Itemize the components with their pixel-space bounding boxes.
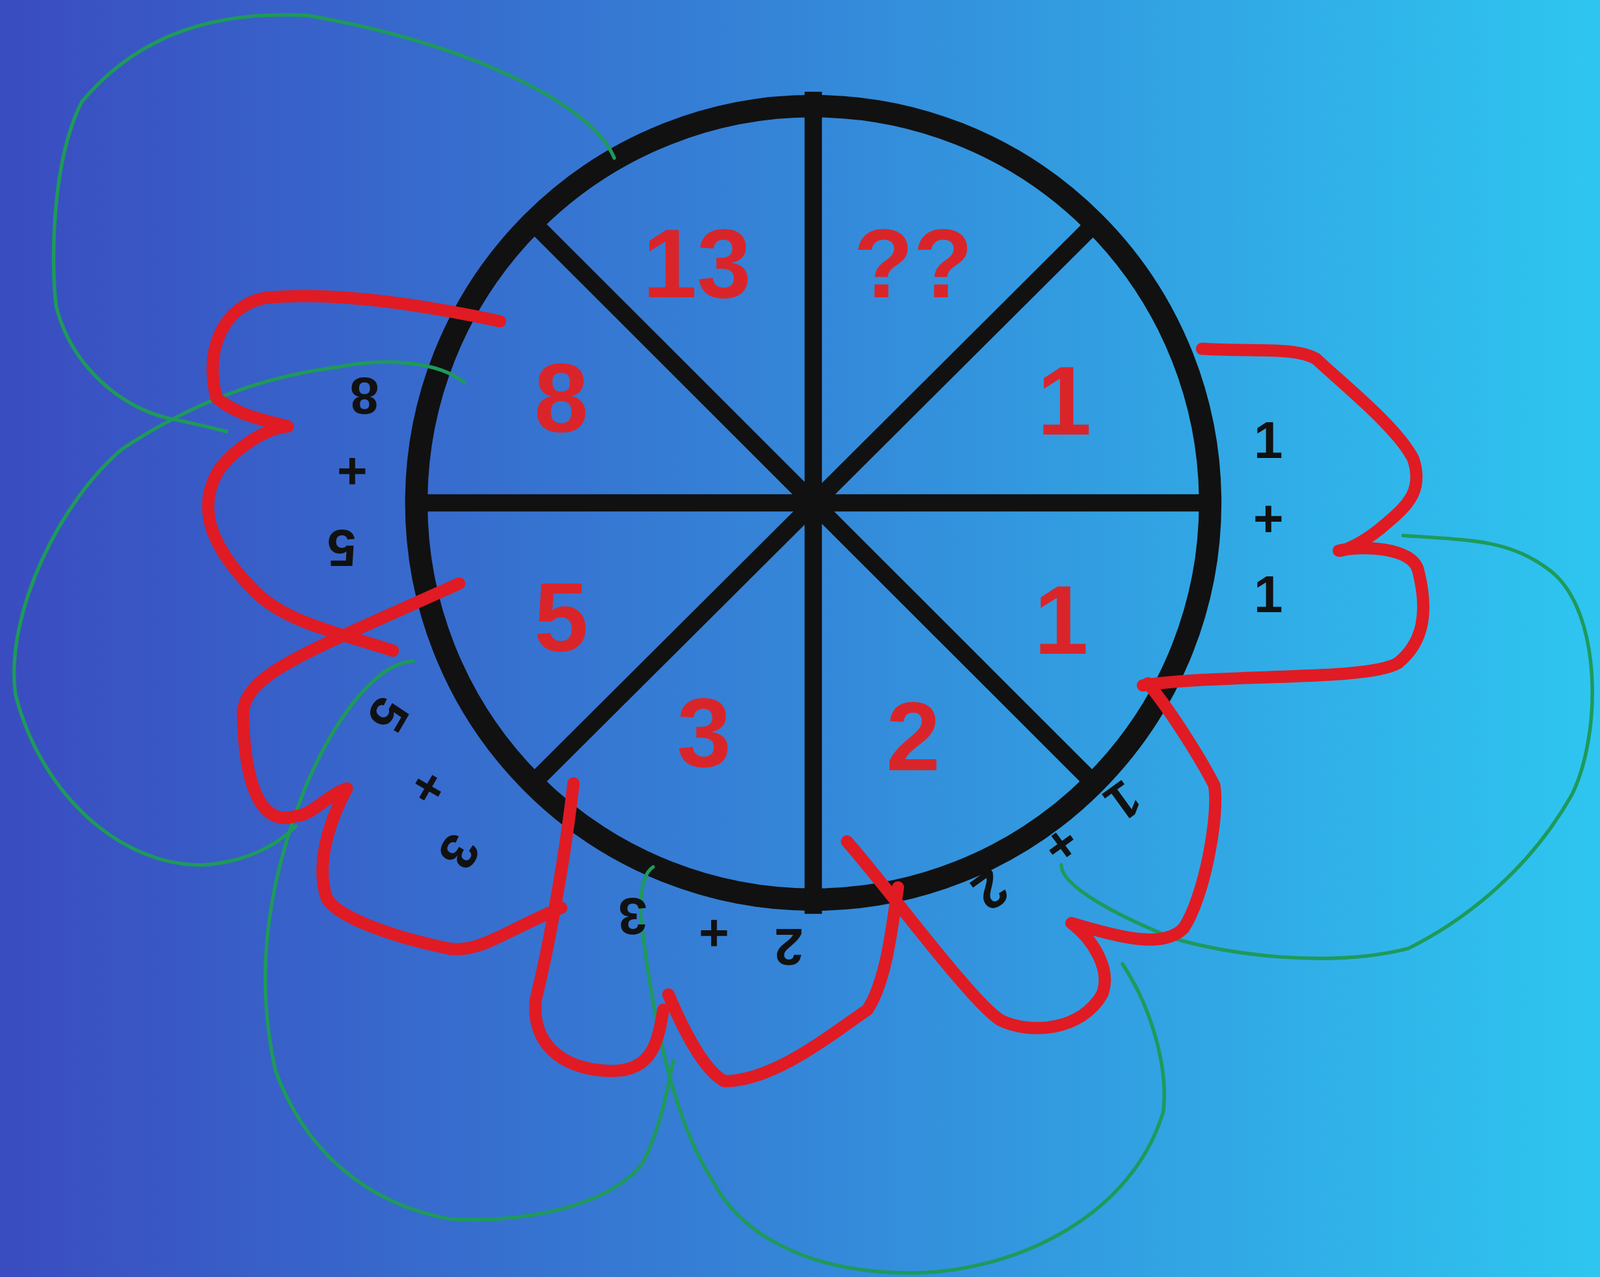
wedge-number: 13 xyxy=(642,214,752,313)
spoke xyxy=(532,222,1097,784)
sum-term: 8 xyxy=(350,369,380,422)
sum-term: 3 xyxy=(618,890,648,943)
wedge-number: 1 xyxy=(1033,571,1088,669)
sum-term: 2 xyxy=(774,920,804,973)
green-loop xyxy=(1061,535,1593,959)
red-scribble xyxy=(208,296,501,651)
red-scribble xyxy=(668,887,898,1082)
sum-term: + xyxy=(698,907,730,960)
wedge-number: 8 xyxy=(534,349,589,448)
wedge-number: ?? xyxy=(853,214,973,313)
red-scribble xyxy=(242,583,561,950)
green-loop xyxy=(265,661,674,1221)
wedge-number: 2 xyxy=(886,687,941,786)
wedge-number: 5 xyxy=(534,568,589,667)
red-scribble xyxy=(535,783,664,1072)
sum-term: + xyxy=(398,761,459,814)
red-scribble xyxy=(847,683,1216,1029)
sum-term: 2 xyxy=(962,860,1017,920)
sum-term: 1 xyxy=(1253,414,1284,467)
green-loop xyxy=(53,14,615,433)
sum-term: 5 xyxy=(327,521,357,574)
sum-term: + xyxy=(1033,814,1090,875)
sum-term: + xyxy=(337,445,368,498)
sum-term: 1 xyxy=(1095,771,1150,831)
sum-term: 5 xyxy=(357,688,418,740)
sum-term: 3 xyxy=(429,826,490,878)
wedge-number: 3 xyxy=(676,683,731,782)
sum-term: 1 xyxy=(1253,568,1284,621)
wedge-number: 1 xyxy=(1037,352,1092,450)
sum-term: + xyxy=(1253,492,1284,545)
red-scribble xyxy=(1142,348,1424,686)
